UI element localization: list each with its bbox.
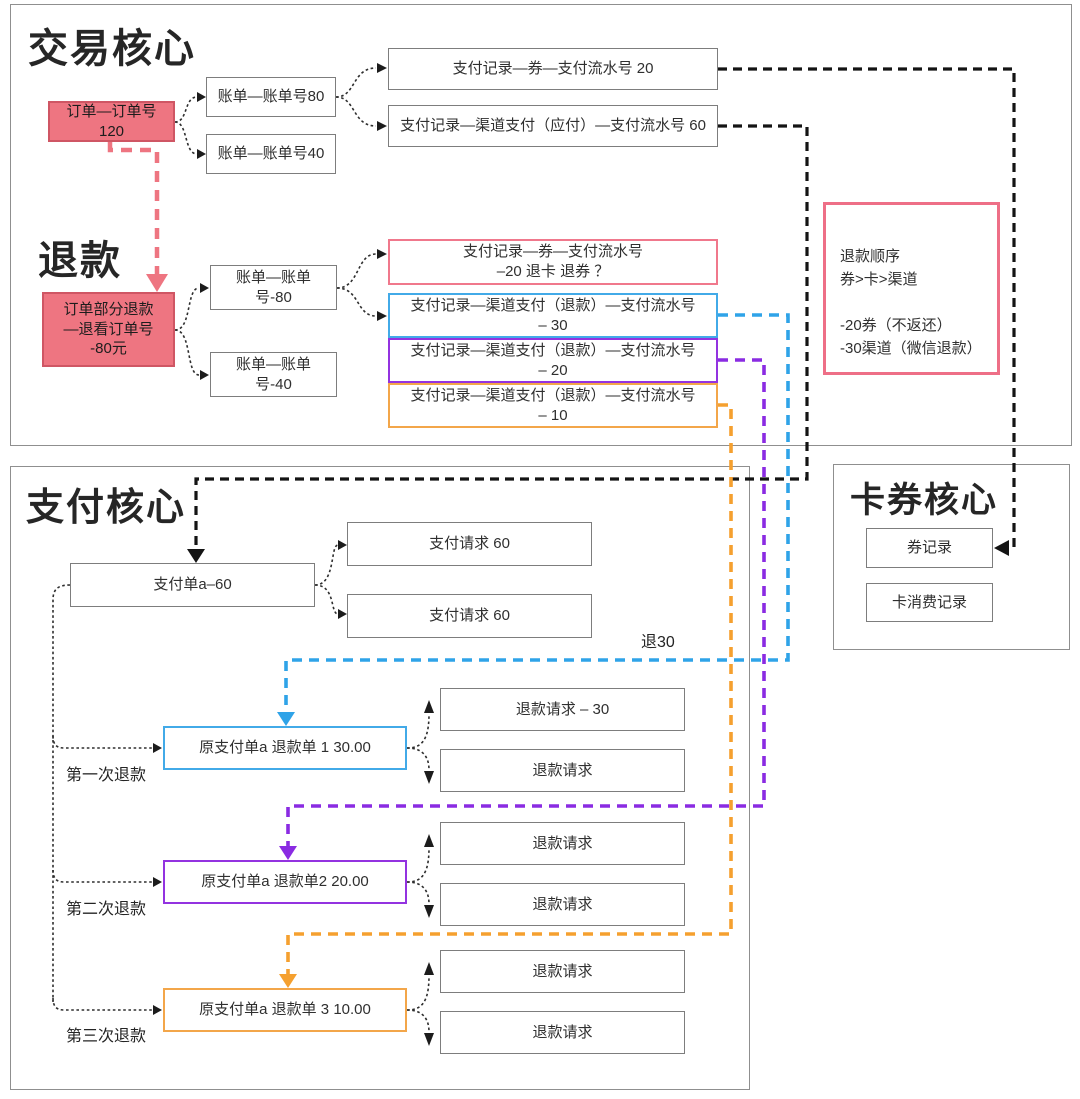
node-refund-req-1a-label: 退款请求 – 30	[515, 700, 610, 718]
node-refund-record-10-line1: 支付记录—渠道支付（退款）—支付流水号	[410, 386, 696, 404]
node-refund-bill-40-line2: 号-40	[255, 375, 292, 393]
refund-row2-label: 第二次退款	[66, 901, 147, 918]
node-card-consume-record: 卡消费记录	[866, 583, 993, 622]
node-refund-bill-80: 账单—账单 号-80	[210, 265, 337, 310]
node-card-consume-record-label: 卡消费记录	[891, 593, 967, 611]
node-refund-req-3a: 退款请求	[440, 950, 685, 993]
node-refund-req-2b-label: 退款请求	[532, 895, 593, 913]
node-pay-request-1: 支付请求 60	[347, 522, 592, 566]
node-pay-request-2: 支付请求 60	[347, 594, 592, 638]
node-refund-slip-1-label: 原支付单a 退款单 1 30.00	[199, 739, 371, 757]
card-coupon-core-title: 卡券核心	[850, 481, 999, 520]
node-refund-req-2a-label: 退款请求	[532, 834, 593, 852]
node-refund-bill-80-line2: 号-80	[255, 288, 292, 306]
node-pay-a-label: 支付单a–60	[153, 576, 232, 594]
node-pay-record-coupon-20-label: 支付记录—券—支付流水号 20	[452, 60, 654, 78]
node-refund-record-30-line1: 支付记录—渠道支付（退款）—支付流水号	[410, 296, 696, 314]
node-refund-record-coupon: 支付记录—券—支付流水号 –20 退卡 退券 ？	[388, 239, 718, 285]
node-refund-order-line2: —退看订单号	[63, 320, 154, 338]
node-refund-record-10-line2: – 10	[538, 406, 568, 424]
node-refund-req-1a: 退款请求 – 30	[440, 688, 685, 731]
node-order-120-line1: 订单—订单号	[66, 102, 157, 120]
node-refund-order-line3: -80元	[90, 340, 127, 358]
node-coupon-record: 券记录	[866, 528, 993, 568]
node-bill-80: 账单—账单号80	[206, 77, 336, 117]
node-refund-bill-80-line1: 账单—账单	[235, 268, 311, 286]
refund-row3-label: 第三次退款	[66, 1028, 147, 1045]
node-refund-record-coupon-line1: 支付记录—券—支付流水号	[462, 243, 643, 261]
trade-core-title: 交易核心	[28, 27, 196, 71]
node-refund-slip-1: 原支付单a 退款单 1 30.00	[163, 726, 407, 770]
node-refund-req-2b: 退款请求	[440, 883, 685, 926]
node-bill-80-label: 账单—账单号80	[217, 88, 325, 106]
node-pay-a: 支付单a–60	[70, 563, 315, 607]
node-refund-slip-3: 原支付单a 退款单 3 10.00	[163, 988, 407, 1032]
node-refund-record-10: 支付记录—渠道支付（退款）—支付流水号 – 10	[388, 383, 718, 428]
node-pay-request-1-label: 支付请求 60	[429, 535, 510, 553]
node-refund-bill-40-line1: 账单—账单	[235, 355, 311, 373]
node-bill-40-label: 账单—账单号40	[217, 145, 325, 163]
node-pay-record-channel-60: 支付记录—渠道支付（应付）—支付流水号 60	[388, 105, 718, 147]
refund-note-line3: -20券（不返还）	[840, 316, 952, 334]
node-refund-record-20-line1: 支付记录—渠道支付（退款）—支付流水号	[410, 341, 696, 359]
node-order-120: 订单—订单号 120	[48, 101, 175, 142]
refund-note-line2: 券>卡>渠道	[840, 271, 918, 289]
node-refund-record-30-line2: – 30	[538, 316, 568, 334]
node-refund-record-coupon-line2: –20 退卡 退券 ？	[496, 263, 610, 280]
node-refund-bill-40: 账单—账单 号-40	[210, 352, 337, 397]
refund-note-line4: -30渠道（微信退款）	[840, 339, 982, 357]
node-refund-slip-2: 原支付单a 退款单2 20.00	[163, 860, 407, 904]
node-order-120-line2: 120	[98, 122, 125, 140]
node-refund-record-20-line2: – 20	[538, 361, 568, 379]
node-refund-order: 订单部分退款 —退看订单号 -80元	[42, 292, 175, 367]
node-pay-request-2-label: 支付请求 60	[429, 607, 510, 625]
payment-core-title: 支付核心	[26, 487, 187, 529]
node-refund-req-1b: 退款请求	[440, 749, 685, 792]
node-refund-order-line1: 订单部分退款	[63, 300, 154, 318]
refund-order-note: 退款顺序 券>卡>渠道 -20券（不返还） -30渠道（微信退款）	[823, 202, 1000, 375]
node-refund-slip-2-label: 原支付单a 退款单2 20.00	[201, 873, 369, 891]
node-pay-record-channel-60-label: 支付记录—渠道支付（应付）—支付流水号 60	[400, 117, 706, 135]
node-refund-req-2a: 退款请求	[440, 822, 685, 865]
refund-row1-label: 第一次退款	[66, 767, 147, 784]
node-refund-record-20: 支付记录—渠道支付（退款）—支付流水号 – 20	[388, 338, 718, 383]
node-coupon-record-label: 券记录	[906, 539, 952, 557]
node-pay-record-coupon-20: 支付记录—券—支付流水号 20	[388, 48, 718, 90]
node-refund-req-3a-label: 退款请求	[532, 962, 593, 980]
node-refund-record-30: 支付记录—渠道支付（退款）—支付流水号 – 30	[388, 293, 718, 338]
node-refund-req-3b: 退款请求	[440, 1011, 685, 1054]
node-bill-40: 账单—账单号40	[206, 134, 336, 174]
node-refund-req-1b-label: 退款请求	[532, 761, 593, 779]
refund-30-annotation: 退30	[641, 634, 675, 651]
refund-note-gap	[840, 292, 997, 314]
node-refund-slip-3-label: 原支付单a 退款单 3 10.00	[199, 1001, 371, 1019]
node-refund-req-3b-label: 退款请求	[532, 1023, 593, 1041]
refund-note-line1: 退款顺序	[840, 248, 901, 265]
refund-title: 退款	[38, 239, 122, 283]
